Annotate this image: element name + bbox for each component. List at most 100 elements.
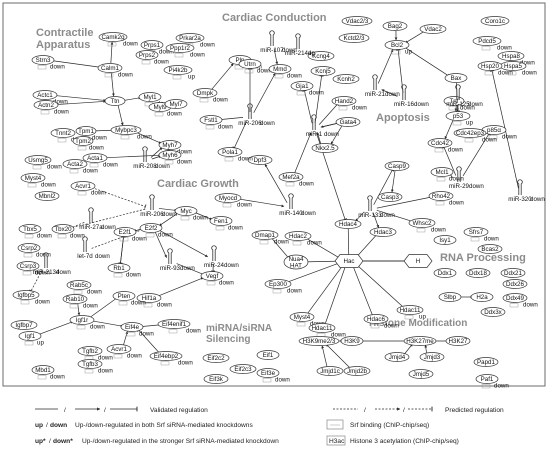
srf-binding-icon <box>76 325 86 330</box>
node-bcas2: Bcas2 <box>477 244 503 254</box>
node-label: Hspa8 <box>502 53 520 60</box>
edge-mir1-gja1 <box>302 89 313 124</box>
section-apoptosis: Apoptosis <box>376 112 430 124</box>
node-shape <box>31 365 55 375</box>
node-shape <box>192 88 218 98</box>
edge-pten-igf1r <box>88 298 117 320</box>
regulation-tag: down <box>132 236 147 243</box>
node-label: Acta2 <box>67 161 83 168</box>
regulation-tag: down <box>193 215 208 222</box>
node-label: Actn2 <box>38 102 54 109</box>
srf-binding-icon <box>481 46 491 51</box>
node-label: Hac <box>343 258 354 265</box>
regulation-tag: down <box>190 52 205 59</box>
node-label: Tnnt2 <box>55 130 71 137</box>
regulation-tag: down <box>157 302 172 309</box>
srf-binding-icon <box>164 160 174 165</box>
regulation-tag: down <box>384 323 399 330</box>
node-label: Pdcd5 <box>478 38 496 45</box>
node-shape <box>453 128 487 138</box>
node-shape <box>278 172 304 182</box>
h3ac-icon-label: H3ac <box>329 438 345 445</box>
node-dpf3: Dpf3 <box>247 155 273 165</box>
regulation-tag: down <box>331 332 346 339</box>
hairpin-icon <box>288 193 294 209</box>
regulation-tag: down <box>47 164 62 171</box>
node-shape <box>164 99 188 109</box>
node-label: Usmg5 <box>28 157 48 164</box>
node-label: Pi4k2b <box>169 67 188 74</box>
regulation-tag: down <box>449 200 464 207</box>
node-kcnj5: Kcnj5 <box>310 66 336 76</box>
srf-binding-icon <box>484 71 494 76</box>
srf-binding-icon <box>435 201 445 206</box>
edge-myc-e2f2 <box>158 212 179 227</box>
hairpin-icon <box>367 195 373 211</box>
edge-eif4ebp2-eif4e <box>137 328 160 353</box>
legend-up: up <box>35 422 43 429</box>
section-cardiac-growth: Cardiac Growth <box>157 178 239 190</box>
node-shape <box>341 16 373 26</box>
node-shape <box>163 65 193 75</box>
srf-binding-icon <box>481 384 491 389</box>
node-vdac23: Vdac2/3 <box>341 16 373 26</box>
node-label: Myl9 <box>153 104 167 111</box>
node-shape <box>158 140 182 150</box>
node-label: Ttn <box>111 98 120 105</box>
regulation-tag: down <box>98 355 113 362</box>
legend-slash-4: / <box>403 407 405 414</box>
node-label: Mbnl2 <box>39 193 56 200</box>
node-label: H3K27 <box>449 338 468 345</box>
node-shape <box>138 92 162 102</box>
node-label: Eif3k <box>209 376 224 383</box>
node-label: Ddx21 <box>504 270 522 277</box>
node-shape <box>500 268 526 278</box>
regulation-tag: down <box>237 202 252 209</box>
mirna-label: miR-206 <box>140 211 164 218</box>
node-shape <box>202 353 230 363</box>
node-shape <box>18 224 42 234</box>
srf-binding-icon <box>160 361 170 366</box>
section-histone-modification: Histone Modification <box>369 318 467 329</box>
h3ac-icon <box>326 435 346 446</box>
node-h3k9: H3K9 <box>340 336 364 346</box>
edge-mir140-dpf3 <box>264 163 288 204</box>
edge-mir206a-pola1 <box>232 121 247 149</box>
edge-hdac2-hac <box>305 237 343 261</box>
node-gata4: Gata4 <box>335 117 361 127</box>
node-shape <box>33 100 59 110</box>
node-shape <box>72 136 94 146</box>
node-h3k9me23: H3K9me2/3 <box>298 336 340 346</box>
node-ddx3x: Ddx3x <box>480 307 506 317</box>
node-casp3: Casp3 <box>377 192 403 202</box>
node-label: Myc <box>180 208 191 215</box>
regulation-tag: down <box>497 45 512 52</box>
edge-mir206a-mmd <box>253 73 276 113</box>
regulation-tag: down <box>137 134 152 141</box>
edge-mir16-mir21 <box>381 89 398 97</box>
node-shape <box>174 206 198 216</box>
node-label: Vegf <box>206 273 219 280</box>
node-label: Hdac4 <box>339 221 357 228</box>
node-label: Utrn <box>244 61 256 68</box>
hairpin-icon <box>456 166 462 182</box>
node-shape <box>369 227 397 237</box>
